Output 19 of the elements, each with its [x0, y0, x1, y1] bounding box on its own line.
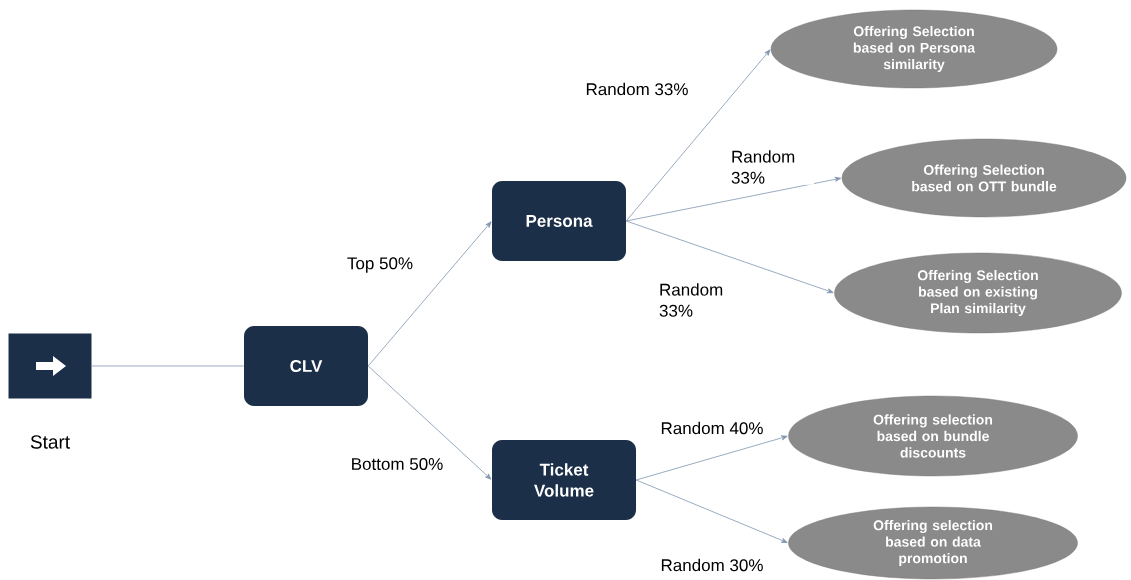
arrow — [635, 479, 788, 543]
edge-label: Random 30% — [661, 558, 763, 572]
arrow — [635, 435, 788, 481]
edge-label: Random 40% — [661, 421, 763, 435]
start-label: Start — [30, 435, 70, 449]
arrow — [625, 49, 771, 222]
edge-label: Random 33% — [731, 150, 795, 184]
edge-label: Bottom 50% — [352, 457, 443, 470]
arrow — [625, 220, 834, 294]
arrow — [367, 365, 492, 480]
process-box: CLV — [244, 326, 368, 406]
edge-label: Random 33% — [659, 283, 723, 317]
edge-label: Top 50% — [347, 257, 413, 273]
arrow — [625, 176, 842, 222]
process-box: Ticket Volume — [492, 440, 636, 520]
arrow — [367, 221, 492, 367]
edge-label: Random 33% — [586, 82, 688, 96]
process-box: Persona — [492, 181, 626, 261]
start-box — [8, 333, 92, 399]
